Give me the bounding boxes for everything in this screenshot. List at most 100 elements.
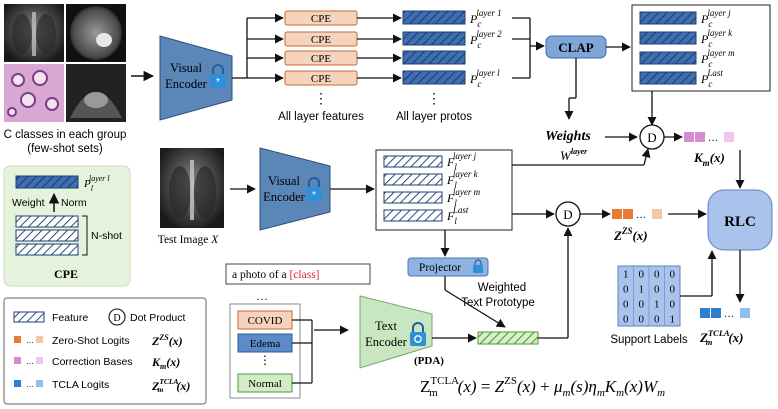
clap-module: CLAP	[545, 35, 607, 59]
feature-k: Fllayer k	[446, 169, 479, 190]
legend-zs-symbol: ZZS(x)	[151, 333, 183, 348]
support-labels-caption: Support Labels	[610, 334, 688, 346]
legend-km-symbol: Km(x)	[151, 355, 180, 371]
cpe-to-proto-arrows	[357, 13, 402, 83]
svg-text:…: …	[26, 357, 34, 366]
feature-last: FlLast	[446, 205, 469, 226]
support-matrix-cell: 0	[670, 299, 676, 311]
feature-panel: Fllayer j Fllayer k Fllayer m FlLast	[375, 149, 513, 231]
top-visual-encoder: Visual Encoder *	[159, 35, 233, 121]
feature-m: Fllayer m	[446, 187, 481, 208]
support-to-rlc	[680, 250, 717, 297]
support-matrix-cell: 0	[639, 314, 645, 326]
prompt-ellipsis: …	[256, 289, 268, 303]
lock-icon	[473, 259, 483, 273]
weighted-label-2: Text Prototype	[461, 297, 535, 309]
projector-label: Projector	[419, 262, 461, 274]
svg-text:…: …	[708, 133, 718, 144]
km-label: Km(x)	[693, 150, 725, 168]
cpe-box-2: CPE	[311, 34, 331, 46]
cpe-panel-proto: Pllayer l	[83, 174, 110, 193]
cpe-box-column: CPE CPE CPE CPE ⋮ All layer features	[278, 10, 364, 123]
text-encoder-label-1: Text	[375, 319, 398, 333]
legend: Feature D Dot Product … Zero-Shot Logits…	[3, 297, 207, 405]
legend-zero-shot-label: Zero-Shot Logits	[52, 335, 130, 347]
support-matrix-cell: 1	[670, 314, 676, 326]
all-layer-features-label: All layer features	[278, 111, 364, 123]
mosaic-caption-line1: C classes in each group	[4, 129, 127, 141]
selected-proto-k: Pclayer k	[700, 28, 733, 49]
proto-label-1: Pclayer 1	[469, 8, 502, 29]
legend-feature-swatch	[13, 311, 45, 323]
support-matrix-cell: 0	[623, 284, 629, 296]
weights-title: Weights	[545, 129, 591, 144]
svg-text:…: …	[26, 380, 34, 389]
proto-bar-column: ⋮ All layer protos	[396, 10, 472, 123]
support-matrix-cell: 0	[654, 284, 660, 296]
weights-symbol: Wlayer	[560, 147, 588, 163]
proto-labels: Pclayer 1 Pclayer 2 Pclayer l	[469, 8, 502, 89]
cpe-nshot-label: N-shot	[91, 230, 122, 242]
support-matrix-cell: 0	[670, 269, 676, 281]
cpe-explainer-panel: Pllayer l Weight Norm N-shot CPE	[3, 165, 131, 287]
cpe-box-1: CPE	[311, 13, 331, 25]
support-matrix-cell: 0	[654, 314, 660, 326]
top-dot-product: D	[639, 124, 665, 150]
zs-output: … ZZS(x)	[612, 209, 662, 243]
projector-to-text-proto	[444, 276, 506, 328]
text-proto-to-mid-dot	[538, 227, 573, 339]
support-matrix-cell: 1	[654, 299, 660, 311]
svg-text:…: …	[636, 210, 646, 221]
legend-correction-label: Correction Bases	[52, 356, 133, 368]
projector-module: Projector	[407, 257, 489, 277]
cpe-panel-title: CPE	[54, 267, 78, 281]
top-encoder-label-1: Visual	[170, 61, 202, 75]
test-image: Test Image X	[158, 148, 224, 246]
proto-label-l: Pclayer l	[469, 68, 500, 89]
svg-text:…: …	[724, 309, 734, 320]
proto-label-2: Pclayer 2	[469, 29, 502, 50]
svg-text:*: *	[216, 77, 220, 88]
cpe-norm-label: Norm	[61, 197, 87, 209]
svg-text:*: *	[312, 190, 316, 201]
support-matrix-cell: 0	[639, 269, 645, 281]
selected-proto-last: PcLast	[700, 68, 723, 89]
proto-to-clap-arrows	[512, 17, 545, 79]
selected-proto-m: Pclayer m	[700, 48, 735, 69]
feature-j: Fllayer j	[446, 151, 477, 172]
weighted-label-1: Weighted	[478, 282, 526, 294]
rlc-module: RLC	[707, 189, 773, 251]
support-matrix-cell: 1	[623, 269, 629, 281]
weighted-text-prototype-bar	[477, 331, 539, 345]
selected-proto-j: Pclayer j	[700, 8, 731, 29]
test-image-label: Test Image X	[158, 234, 219, 246]
lock-icon	[410, 322, 426, 346]
legend-feature-label: Feature	[52, 312, 88, 324]
sample-image-mosaic: C classes in each group (few-shot sets)	[4, 4, 127, 155]
encoder-to-cpe-branches	[232, 13, 284, 83]
cpe-weight-label: Weight	[12, 197, 45, 209]
all-layer-protos-label: All layer protos	[396, 111, 472, 123]
km-output: … Km(x)	[684, 132, 734, 168]
middle-dot-product: D	[555, 201, 581, 227]
class-ellipsis: ⋮	[259, 353, 271, 367]
mid-encoder-label-2: Encoder	[263, 190, 305, 204]
cpe-box-3: CPE	[311, 53, 331, 65]
text-encoder: Text Encoder (PDA)	[359, 295, 444, 369]
prompt-panel: a photo of a [class] … COVID Edema ⋮ Nor…	[225, 263, 371, 399]
lock-icon: *	[306, 177, 322, 201]
support-matrix-cell: 0	[639, 299, 645, 311]
weighted-text-label: Weighted Text Prototype	[461, 282, 535, 309]
class-covid: COVID	[248, 315, 283, 327]
top-dot-label: D	[647, 130, 656, 145]
support-matrix-cell: 0	[623, 299, 629, 311]
mid-dot-label: D	[563, 207, 572, 222]
mid-encoder-label-1: Visual	[268, 174, 300, 188]
